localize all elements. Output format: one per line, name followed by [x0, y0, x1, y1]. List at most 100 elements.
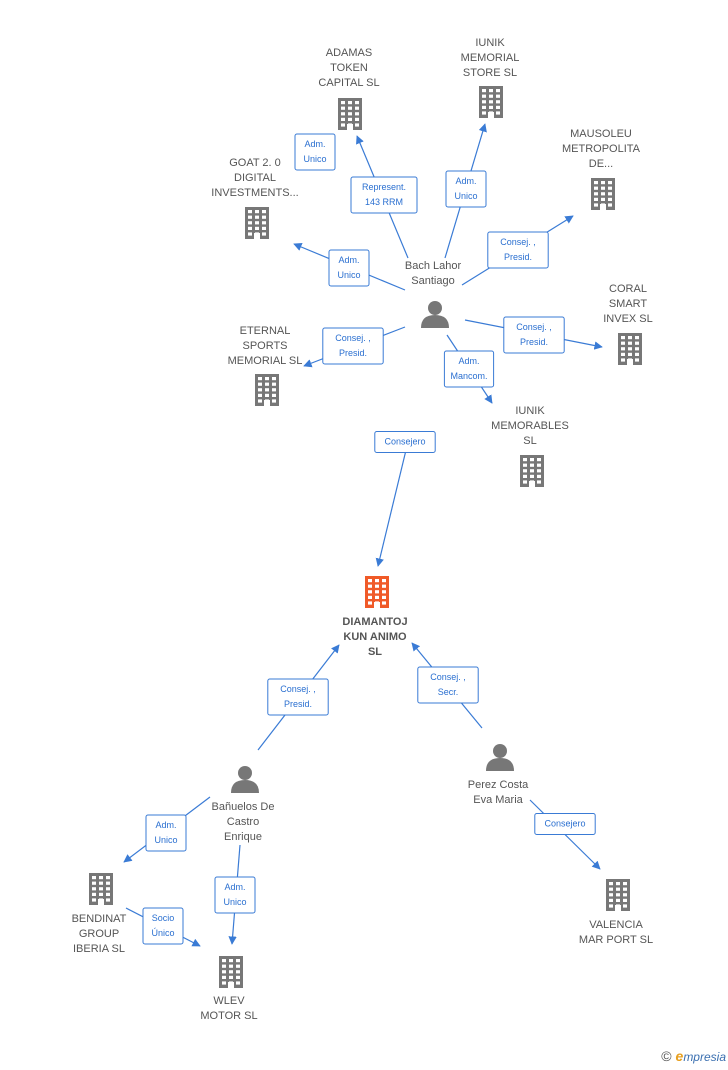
edge-label: Consej. , Presid. [503, 316, 565, 354]
node-label-line: SMART [609, 298, 648, 310]
person-icon[interactable] [421, 301, 449, 328]
node-label-line: Eva Maria [473, 794, 523, 806]
person-icon[interactable] [231, 766, 259, 793]
building-icon[interactable] [591, 178, 615, 210]
edge-label: Represent. 143 RRM [350, 176, 418, 214]
edge-label: Consejero [534, 813, 596, 835]
node-label-line: MEMORIAL [461, 52, 520, 64]
building-icon[interactable] [479, 86, 503, 118]
node-label-line: Perez Costa [468, 779, 529, 791]
building-icon[interactable] [618, 333, 642, 365]
node-label-line: MEMORIAL SL [228, 355, 303, 367]
edge-label-line: Adm. [455, 176, 476, 186]
node-label-line: DIGITAL [234, 172, 276, 184]
edge-label-line: Socio [152, 913, 175, 923]
node-mausoleu[interactable]: MAUSOLEUMETROPOLITADE... [562, 128, 641, 210]
building-icon[interactable] [365, 576, 389, 608]
edge-label-line: Consej. , [280, 684, 316, 694]
node-label-line: STORE SL [463, 67, 517, 79]
node-label-line: GROUP [79, 928, 119, 940]
edge-label-line: Consej. , [430, 672, 466, 682]
node-iunik_store[interactable]: IUNIK MEMORIAL STORE SL [461, 37, 520, 118]
node-label-line: VALENCIA [589, 919, 643, 931]
building-icon[interactable] [606, 879, 630, 911]
copyright-icon: © [661, 1048, 672, 1064]
edge-label-line: Represent. [362, 182, 406, 192]
edge-label-line: Adm. [338, 255, 359, 265]
edge-label-line: Unico [454, 191, 477, 201]
node-label-line: Enrique [224, 831, 262, 843]
node-bendinat[interactable]: BENDINAT GROUP IBERIA SL [72, 873, 127, 955]
node-eternal[interactable]: ETERNAL SPORTS MEMORIAL SL [228, 325, 303, 406]
building-icon[interactable] [520, 455, 544, 487]
node-label-line: IBERIA SL [73, 943, 125, 955]
node-label-line: SPORTS [242, 340, 287, 352]
building-icon[interactable] [338, 98, 362, 130]
edge-label-line: Presid. [520, 337, 548, 347]
node-valencia[interactable]: VALENCIA MAR PORT SL [579, 879, 653, 946]
empresia-watermark[interactable]: © empresia [661, 1048, 726, 1064]
node-label-line: KUN ANIMO [343, 631, 407, 643]
edge-label-line: 143 RRM [365, 197, 403, 207]
edge-label-line: Único [151, 928, 174, 938]
edge-label-line: Adm. [224, 882, 245, 892]
node-label-line: MAUSOLEU [570, 128, 632, 140]
edge-label-line: Unico [337, 270, 360, 280]
edge-label-line: Unico [303, 154, 326, 164]
node-label-line: CAPITAL SL [318, 77, 379, 89]
edge-label: Adm. Unico [294, 133, 336, 171]
node-label-line: WLEV [213, 995, 245, 1007]
person-icon[interactable] [486, 744, 514, 771]
edge-label: Consejero [374, 431, 436, 453]
edge-label-line: Consejero [544, 819, 585, 829]
node-label-line: IUNIK [475, 37, 505, 49]
node-label-line: GOAT 2. 0 [229, 157, 281, 169]
edge-label: Consej. , Presid. [322, 327, 384, 365]
node-label-line: SL [368, 646, 382, 658]
node-label-line: INVEX SL [603, 313, 653, 325]
building-icon[interactable] [255, 374, 279, 406]
node-label-line: TOKEN [330, 62, 368, 74]
edge-label-line: Presid. [284, 699, 312, 709]
edge-label-line: Consej. , [335, 333, 371, 343]
node-label-line: INVESTMENTS... [211, 187, 298, 199]
edge-label-line: Mancom. [450, 371, 487, 381]
edge-label-line: Adm. [155, 820, 176, 830]
edge-labels-layer: Represent.143 RRMAdm.UnicoAdm.UnicoConse… [142, 133, 596, 945]
edge-bach-to-main [375, 445, 408, 567]
edge-label: Consej. , Presid. [267, 678, 329, 716]
edge-label-line: Consej. , [500, 237, 536, 247]
building-icon[interactable] [89, 873, 113, 905]
edge-label-line: Secr. [438, 687, 459, 697]
building-icon[interactable] [219, 956, 243, 988]
node-main[interactable]: DIAMANTOJ KUN ANIMO SL [342, 576, 408, 658]
node-label-line: Santiago [411, 275, 454, 287]
node-label-line: METROPOLITA [562, 143, 641, 155]
node-label-line: DIAMANTOJ [342, 616, 407, 628]
edge-label-line: Unico [223, 897, 246, 907]
node-label-line: ETERNAL [240, 325, 291, 337]
node-wlev[interactable]: WLEV MOTOR SL [200, 956, 258, 1022]
edge-label-line: Adm. [304, 139, 325, 149]
node-label-line: MOTOR SL [200, 1010, 257, 1022]
node-label-line: MAR PORT SL [579, 934, 653, 946]
node-label-line: Bach Lahor [405, 260, 462, 272]
node-goat[interactable]: GOAT 2. 0 DIGITAL INVESTMENTS... [211, 157, 299, 239]
edge-label-line: Presid. [339, 348, 367, 358]
edge-label-line: Consej. , [516, 322, 552, 332]
edge-label: Adm.Mancom. [443, 350, 495, 388]
edge-label: Adm. Unico [214, 876, 256, 914]
building-icon[interactable] [245, 207, 269, 239]
edge-label: Adm. Unico [145, 814, 187, 852]
node-label-line: BENDINAT [72, 913, 127, 925]
edge-label-line: Unico [154, 835, 177, 845]
brand-logo: empresia [675, 1048, 726, 1064]
